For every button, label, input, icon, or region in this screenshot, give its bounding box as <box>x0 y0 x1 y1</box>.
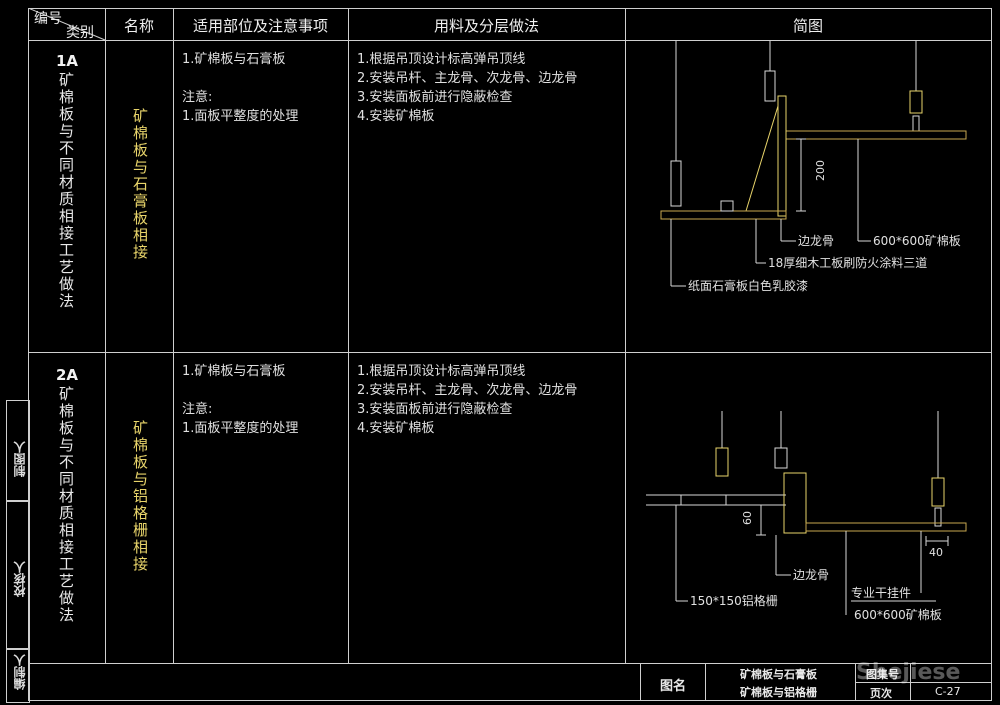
row2-scope-1: 1.矿棉板与石膏板 <box>182 364 286 379</box>
row2-dimension-right: 40 <box>929 546 943 559</box>
row1-label-edge-keel: 边龙骨 <box>798 234 834 248</box>
row1-dimension: 200 <box>814 160 827 181</box>
corner-label-code: 编号 <box>34 11 62 27</box>
footer-set-label: 图集号 <box>866 668 899 681</box>
col-divider-3 <box>348 8 349 663</box>
row2-name: 矿棉板与铝格栅相接 <box>131 420 149 573</box>
side-box-checker: 校核人 <box>6 500 30 650</box>
row2-material-4: 4.安装矿棉板 <box>357 421 435 436</box>
side-box-drafter: 制图人 <box>6 400 30 502</box>
row1-scope-3: 1.面板平整度的处理 <box>182 109 299 124</box>
row2-label-hanger: 专业干挂件 <box>851 585 911 600</box>
watermark: Shejiese <box>856 660 961 685</box>
header-divider <box>28 40 992 41</box>
row2-label-grille: 150*150铝格栅 <box>690 593 778 608</box>
side-label-compiler: 编制人 <box>13 654 27 690</box>
row1-material-2: 2.安装吊杆、主龙骨、次龙骨、边龙骨 <box>357 71 578 86</box>
row2-category: 矿棉板与不同材质相接工艺做法 <box>57 386 75 624</box>
footer-title-line-1: 矿棉板与石膏板 <box>740 668 817 681</box>
row2-sketch: 60 40 边龙骨 150*150铝格栅 专业干挂件 600*600矿棉板 <box>646 411 967 622</box>
row1-name: 矿棉板与石膏板相接 <box>131 108 149 261</box>
footer-col-2 <box>705 663 706 701</box>
row2-material-3: 3.安装面板前进行隐蔽检查 <box>357 402 513 417</box>
row1-scope-1: 1.矿棉板与石膏板 <box>182 52 286 67</box>
footer-divider-top <box>28 663 992 664</box>
side-label-drafter: 制图人 <box>13 441 27 477</box>
row1-category: 矿棉板与不同材质相接工艺做法 <box>57 72 75 310</box>
row1-material-3: 3.安装面板前进行隐蔽检查 <box>357 90 513 105</box>
col-divider-4 <box>625 8 626 663</box>
row1-code: 1A <box>56 52 79 70</box>
row2-material-2: 2.安装吊杆、主龙骨、次龙骨、边龙骨 <box>357 383 578 398</box>
side-box-compiler: 编制人 <box>6 648 30 703</box>
header-scope: 适用部位及注意事项 <box>192 17 328 35</box>
col-divider-1 <box>105 8 106 663</box>
header-name: 名称 <box>123 17 154 35</box>
row1-sketch: 200 边龙骨 600*600矿棉板 18厚细木工板刷防火涂料三道 纸面石膏板白… <box>660 41 967 293</box>
footer-page-value: C-27 <box>935 685 961 698</box>
corner-diagonal <box>28 8 106 41</box>
row2-material-1: 1.根据吊顶设计标高弹吊顶线 <box>357 364 526 379</box>
col-divider-2 <box>173 8 174 663</box>
footer-page-label: 页次 <box>870 687 892 700</box>
row2-label-edge-keel: 边龙骨 <box>793 568 829 582</box>
row2-label-mineral-board: 600*600矿棉板 <box>854 608 942 622</box>
footer-row-split <box>855 682 991 683</box>
row1-label-plywood: 18厚细木工板刷防火涂料三道 <box>768 255 927 270</box>
footer-col-1 <box>640 663 641 701</box>
header-materials: 用料及分层做法 <box>433 17 539 35</box>
row1-label-gypsum: 纸面石膏板白色乳胶漆 <box>688 278 808 293</box>
corner-label-category: 类别 <box>66 25 94 41</box>
row2-scope-2: 注意: <box>182 402 213 417</box>
row1-material-4: 4.安装矿棉板 <box>357 109 435 124</box>
row2-code: 2A <box>56 366 79 384</box>
row1-label-mineral-board: 600*600矿棉板 <box>873 234 961 248</box>
footer-title-label: 图名 <box>660 679 687 694</box>
side-label-checker: 校核人 <box>13 561 27 597</box>
row1-scope-2: 注意: <box>182 90 213 105</box>
header-sketch: 简图 <box>792 17 823 35</box>
table-border-bottom <box>28 700 992 701</box>
row1-material-1: 1.根据吊顶设计标高弹吊顶线 <box>357 52 526 67</box>
row-divider <box>28 352 992 353</box>
footer-title-line-2: 矿棉板与铝格栅 <box>740 686 817 699</box>
table-border-left <box>28 8 29 701</box>
table-border-right <box>991 8 992 701</box>
row2-scope-3: 1.面板平整度的处理 <box>182 421 299 436</box>
table-border-top <box>28 8 992 9</box>
row2-dimension-left: 60 <box>741 511 754 525</box>
